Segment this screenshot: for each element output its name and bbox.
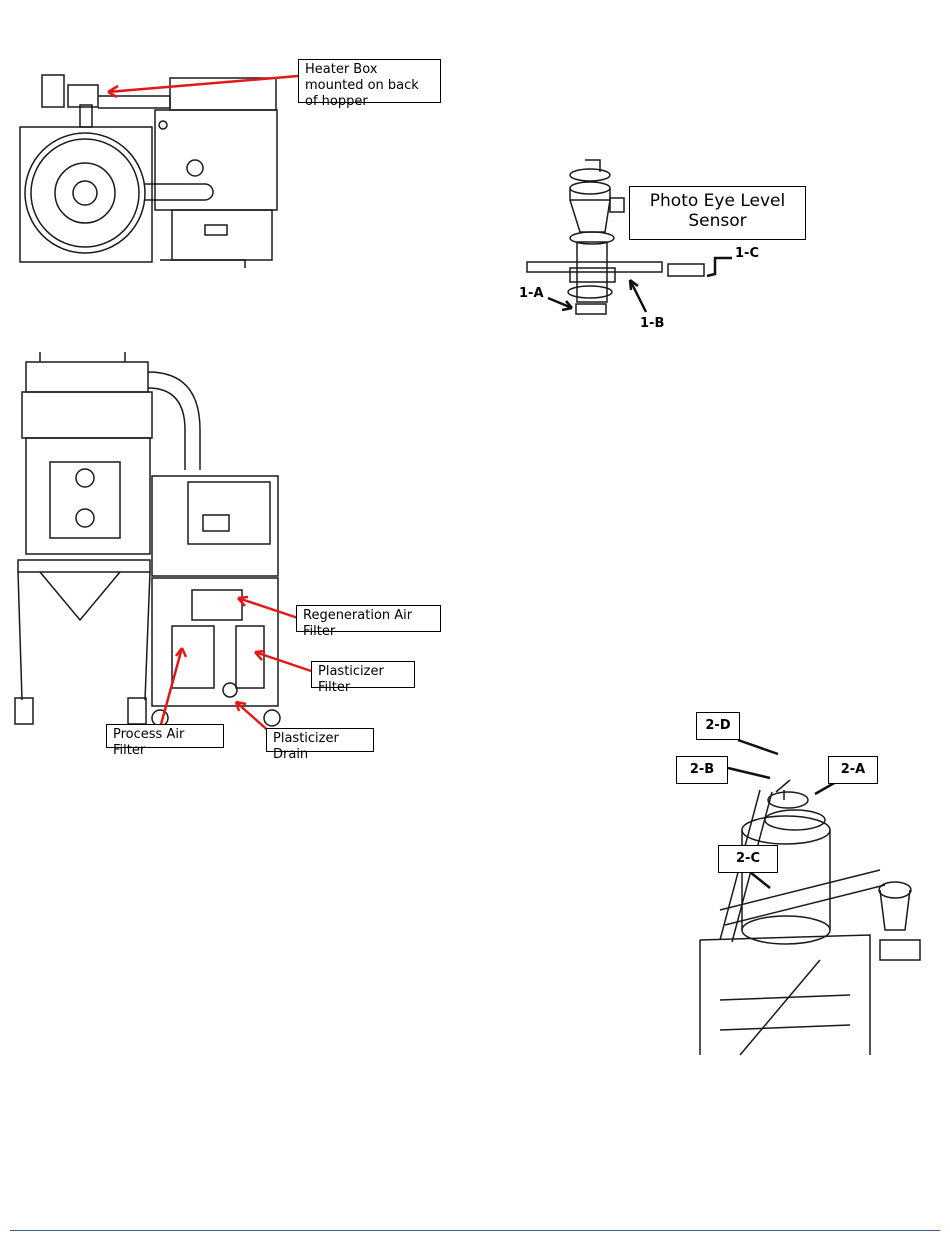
callout-regeneration-air-filter: Regeneration Air Filter [296, 605, 441, 632]
arrow-regeneration-filter [238, 598, 298, 618]
arrow-2b [728, 768, 770, 778]
tag-2d: 2-D [696, 712, 740, 740]
callout-plasticizer-filter: Plasticizer Filter [311, 661, 415, 688]
arrow-2d [738, 740, 778, 754]
callout-photo-eye-sensor: Photo Eye Level Sensor [629, 186, 806, 240]
arrow-2c [750, 872, 770, 888]
dryer-front-view-drawing [15, 352, 280, 726]
tag-1a: 1-A [519, 286, 544, 301]
tag-2c: 2-C [718, 845, 778, 873]
dryer-perspective-drawing [700, 780, 920, 1055]
footer-rule [10, 1230, 940, 1231]
tag-1c: 1-C [735, 246, 759, 261]
tag-2a: 2-A [828, 756, 878, 784]
tag-1b: 1-B [640, 316, 664, 331]
black-callout-arrows [548, 258, 836, 888]
callout-heater-box: Heater Box mounted on back of hopper [298, 59, 441, 103]
dryer-top-view-drawing [20, 75, 277, 268]
callout-plasticizer-drain: Plasticizer Drain [266, 728, 374, 752]
callout-arrows [108, 76, 314, 734]
arrow-1c [707, 258, 732, 276]
tag-2b: 2-B [676, 756, 728, 784]
callout-process-air-filter: Process Air Filter [106, 724, 224, 748]
